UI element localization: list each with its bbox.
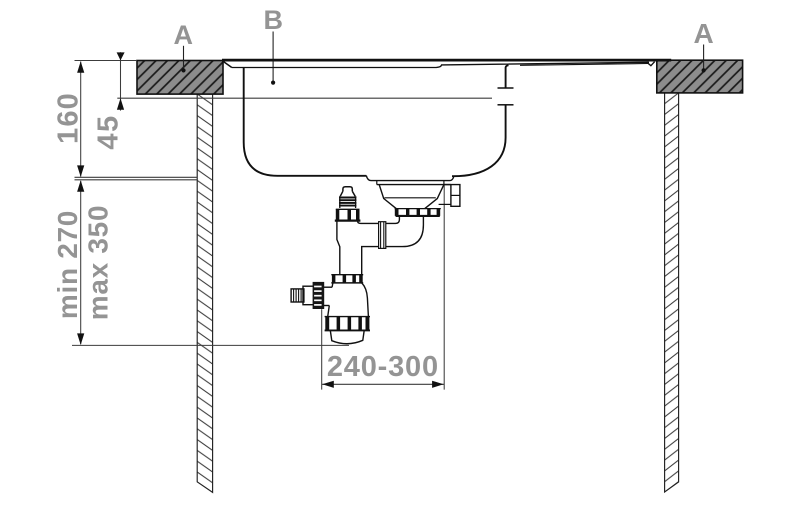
- svg-text:B: B: [264, 5, 284, 35]
- svg-text:A: A: [174, 20, 194, 50]
- svg-text:240-300: 240-300: [327, 351, 439, 383]
- svg-text:45: 45: [93, 114, 125, 149]
- svg-text:160: 160: [53, 92, 85, 144]
- svg-text:max 350: max 350: [83, 205, 114, 320]
- svg-text:A: A: [693, 18, 713, 49]
- svg-text:min 270: min 270: [52, 210, 83, 319]
